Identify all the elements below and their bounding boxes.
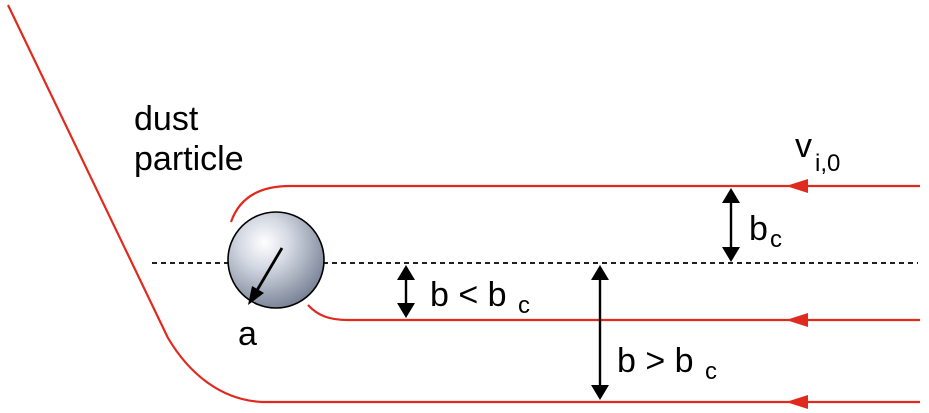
arrowhead-captured xyxy=(786,313,808,327)
trajectory-deflected xyxy=(7,4,920,404)
particle-label: particle xyxy=(134,140,244,178)
radius-arrow xyxy=(248,247,284,305)
bc-subscript: c xyxy=(770,226,782,253)
velocity-label: v xyxy=(795,127,812,165)
bc-dimension-arrow xyxy=(722,188,740,262)
bc-label: b xyxy=(749,210,768,248)
b-greater-label: b > b xyxy=(617,342,694,380)
dust-label: dust xyxy=(134,100,199,138)
b-greater-subscript: c xyxy=(705,358,717,385)
radius-label: a xyxy=(238,315,257,353)
b-less-label: b < b xyxy=(430,276,507,314)
trajectory-captured xyxy=(307,304,920,322)
b-greater-dimension-arrow xyxy=(591,265,609,400)
b-less-subscript: c xyxy=(518,292,530,319)
b-less-dimension-arrow xyxy=(397,265,415,318)
arrowhead-deflected xyxy=(786,395,808,409)
trajectory-critical xyxy=(229,184,920,223)
velocity-subscript: i,0 xyxy=(815,150,840,177)
arrowhead-critical xyxy=(786,179,808,193)
